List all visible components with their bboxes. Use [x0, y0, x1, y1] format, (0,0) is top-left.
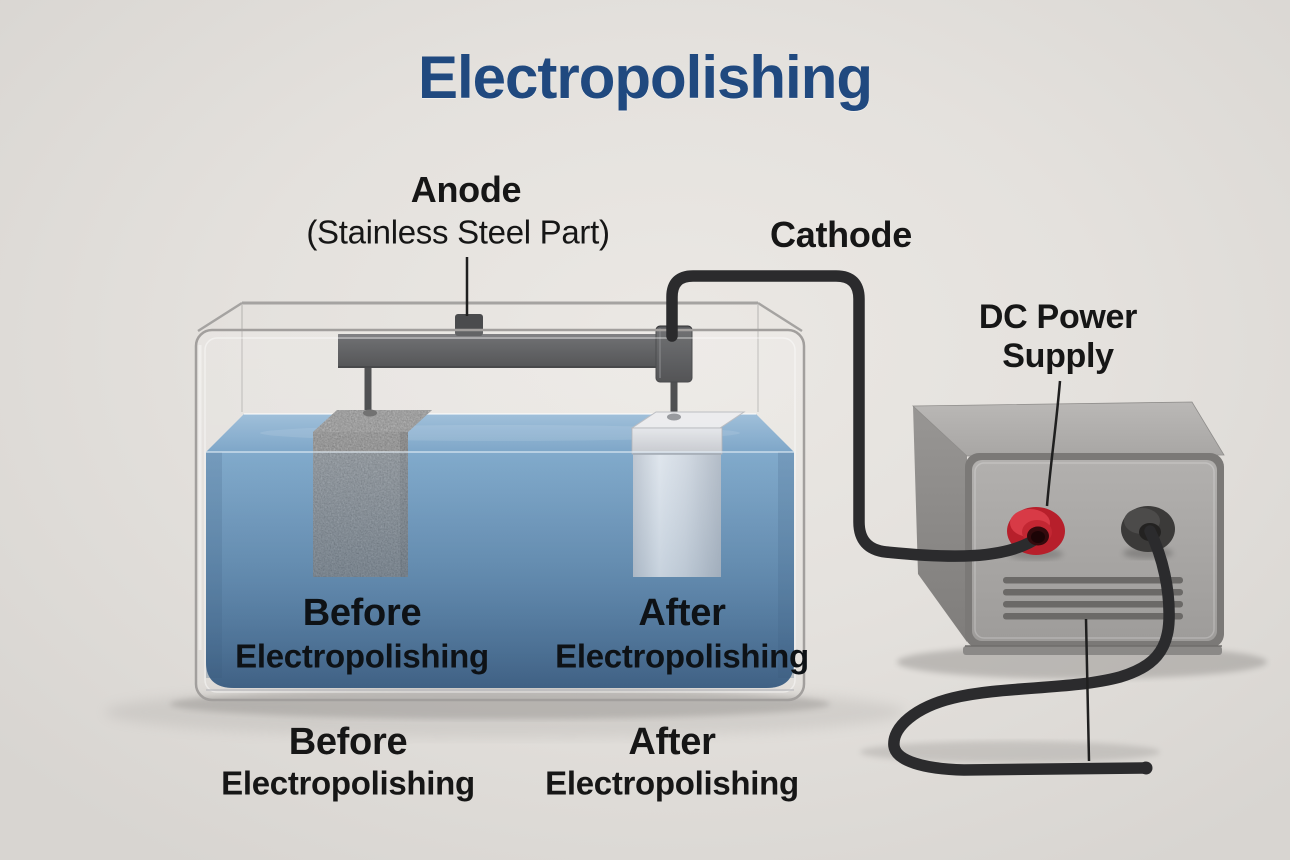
caption-before-line1: Before — [288, 721, 408, 763]
cathode-label: Cathode — [770, 214, 912, 255]
leader-lines — [465, 257, 1091, 762]
caption-after-line1: After — [628, 721, 716, 763]
tank-after-label-line2: Electropolishing — [555, 637, 809, 675]
power-supply-label-line1: DC Power — [978, 298, 1138, 336]
vent-grille — [1003, 577, 1183, 620]
power-supply-leader-line — [1045, 380, 1062, 507]
anode-label: Anode — [410, 169, 522, 210]
page-title: Electropolishing — [417, 44, 873, 111]
power-supply-label-line2: Supply — [1002, 337, 1114, 375]
positive-terminal-hole-center — [1031, 531, 1045, 543]
output-cable — [888, 525, 1175, 776]
dc-power-supply — [911, 401, 1225, 655]
power-cord-leader-line — [1084, 618, 1091, 762]
tank-glass-front — [194, 328, 806, 702]
tank-before-label-line2: Electropolishing — [235, 637, 489, 675]
anode-sublabel: (Stainless Steel Part) — [306, 213, 610, 251]
cathode-cable — [666, 270, 1046, 562]
tank-after-label-line1: After — [638, 592, 726, 634]
caption-after-line2: Electropolishing — [545, 764, 799, 802]
caption-before-line2: Electropolishing — [221, 764, 475, 802]
tank-before-label-line1: Before — [302, 592, 422, 634]
